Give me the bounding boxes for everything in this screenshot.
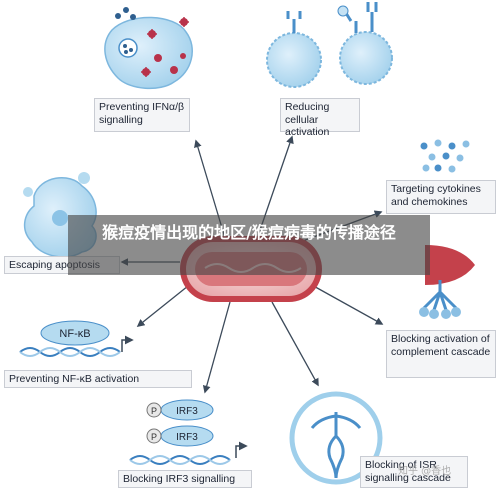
- arrow-complement: [309, 283, 384, 325]
- arrow-isr: [271, 301, 319, 387]
- nfkb-protein-label: NF-κB: [59, 328, 90, 340]
- arrow-irf3: [202, 301, 231, 394]
- label-reducing-activation: Reducing cellular activation: [280, 98, 360, 138]
- phospho-label-1: P: [151, 406, 157, 416]
- irf3-protein-label-2: IRF3: [176, 432, 198, 443]
- watermark: 知乎 @香也: [398, 466, 452, 477]
- label-preventing-ifn: Preventing IFNα/β signalling: [94, 98, 190, 132]
- arrow-nfkb: [136, 285, 189, 327]
- cellular-activation-illustration: [266, 2, 393, 88]
- label-blocking-complement: Blocking activation of complement cascad…: [386, 330, 496, 378]
- overlay-banner-title: 猴痘疫情出现的地区/猴痘病毒的传播途径: [68, 215, 430, 275]
- label-blocking-isr: Blocking of ISR signalling cascade: [360, 456, 468, 488]
- nfkb-module: NF-κB: [19, 320, 134, 357]
- label-targeting-cytokines: Targeting cytokines and chemokines: [386, 180, 496, 214]
- complement-receptor: [419, 245, 475, 319]
- label-preventing-nfkb: Preventing NF-κB activation: [4, 370, 192, 388]
- cytokine-dots: [420, 139, 470, 173]
- ifn-cell-illustration: [104, 7, 193, 90]
- irf3-module: P P IRF3 IRF3: [129, 399, 248, 465]
- label-blocking-irf3: Blocking IRF3 signalling: [118, 470, 252, 488]
- isr-cell: [289, 391, 383, 485]
- irf3-protein-label-1: IRF3: [176, 406, 198, 417]
- phospho-label-2: P: [151, 432, 157, 442]
